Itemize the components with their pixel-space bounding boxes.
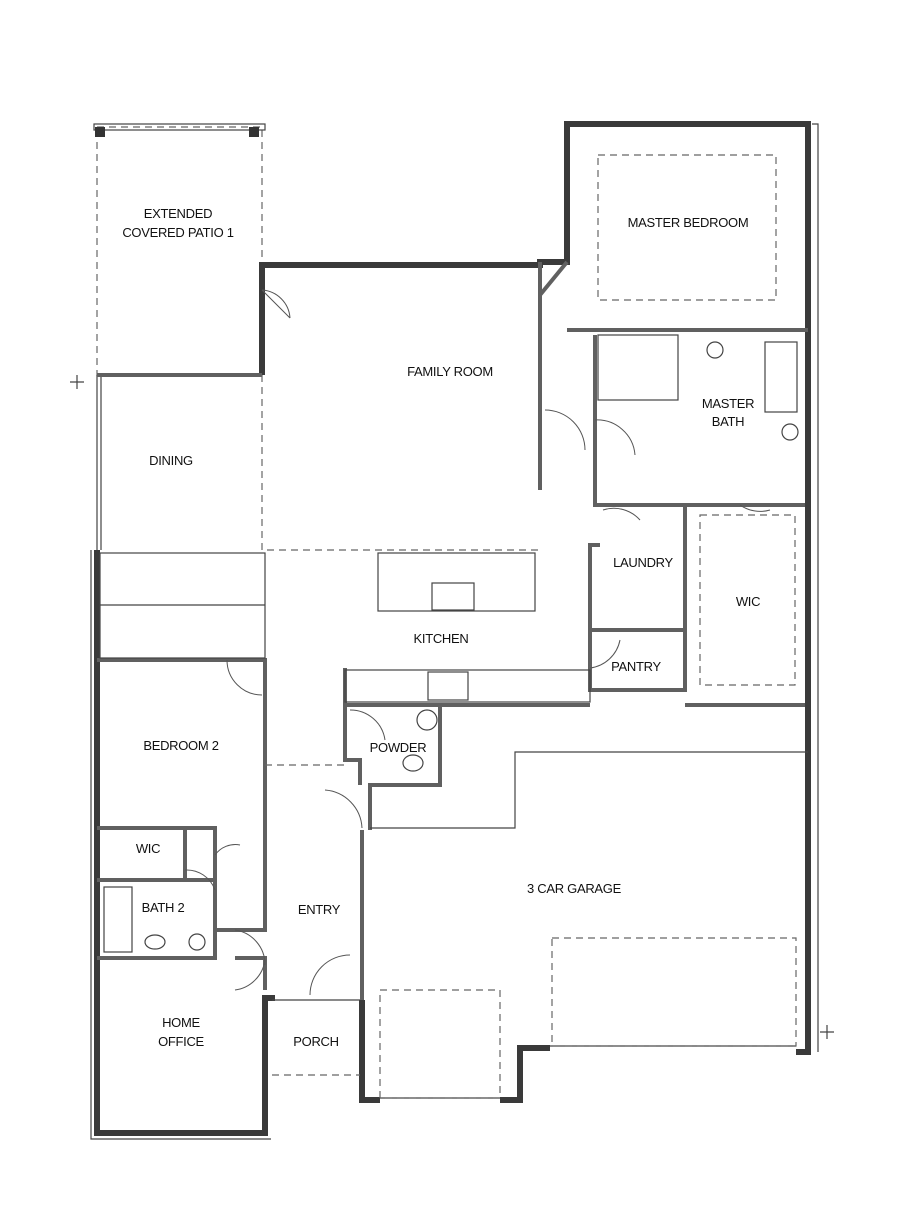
room-label-bath-2: BATH 2 (142, 900, 185, 915)
room-label-patio-2: COVERED PATIO 1 (122, 225, 233, 240)
room-label-entry: ENTRY (298, 902, 341, 917)
room-label-bedroom-2: BEDROOM 2 (143, 738, 218, 753)
room-label-master-bedroom: MASTER BEDROOM (628, 215, 749, 230)
room-label-bed2-wic: WIC (136, 841, 160, 856)
room-label-patio-1: EXTENDED (144, 206, 212, 221)
room-label-master-bath-1: MASTER (702, 396, 754, 411)
interior-walls (97, 154, 808, 1099)
room-label-master-bath-2: BATH (712, 414, 745, 429)
room-label-home-office-1: HOME (162, 1015, 200, 1030)
room-label-pantry: PANTRY (611, 659, 661, 674)
room-label-powder: POWDER (370, 740, 427, 755)
doors (184, 289, 771, 996)
room-label-dining: DINING (149, 453, 193, 468)
room-label-home-office-2: OFFICE (158, 1034, 204, 1049)
room-label-family-room: FAMILY ROOM (407, 364, 493, 379)
room-label-garage: 3 CAR GARAGE (527, 881, 622, 896)
room-label-porch: PORCH (293, 1034, 338, 1049)
room-label-laundry: LAUNDRY (613, 555, 673, 570)
patio (93, 123, 266, 376)
reference-marks (70, 375, 834, 1039)
room-label-master-wic: WIC (736, 594, 760, 609)
room-label-kitchen: KITCHEN (414, 631, 469, 646)
